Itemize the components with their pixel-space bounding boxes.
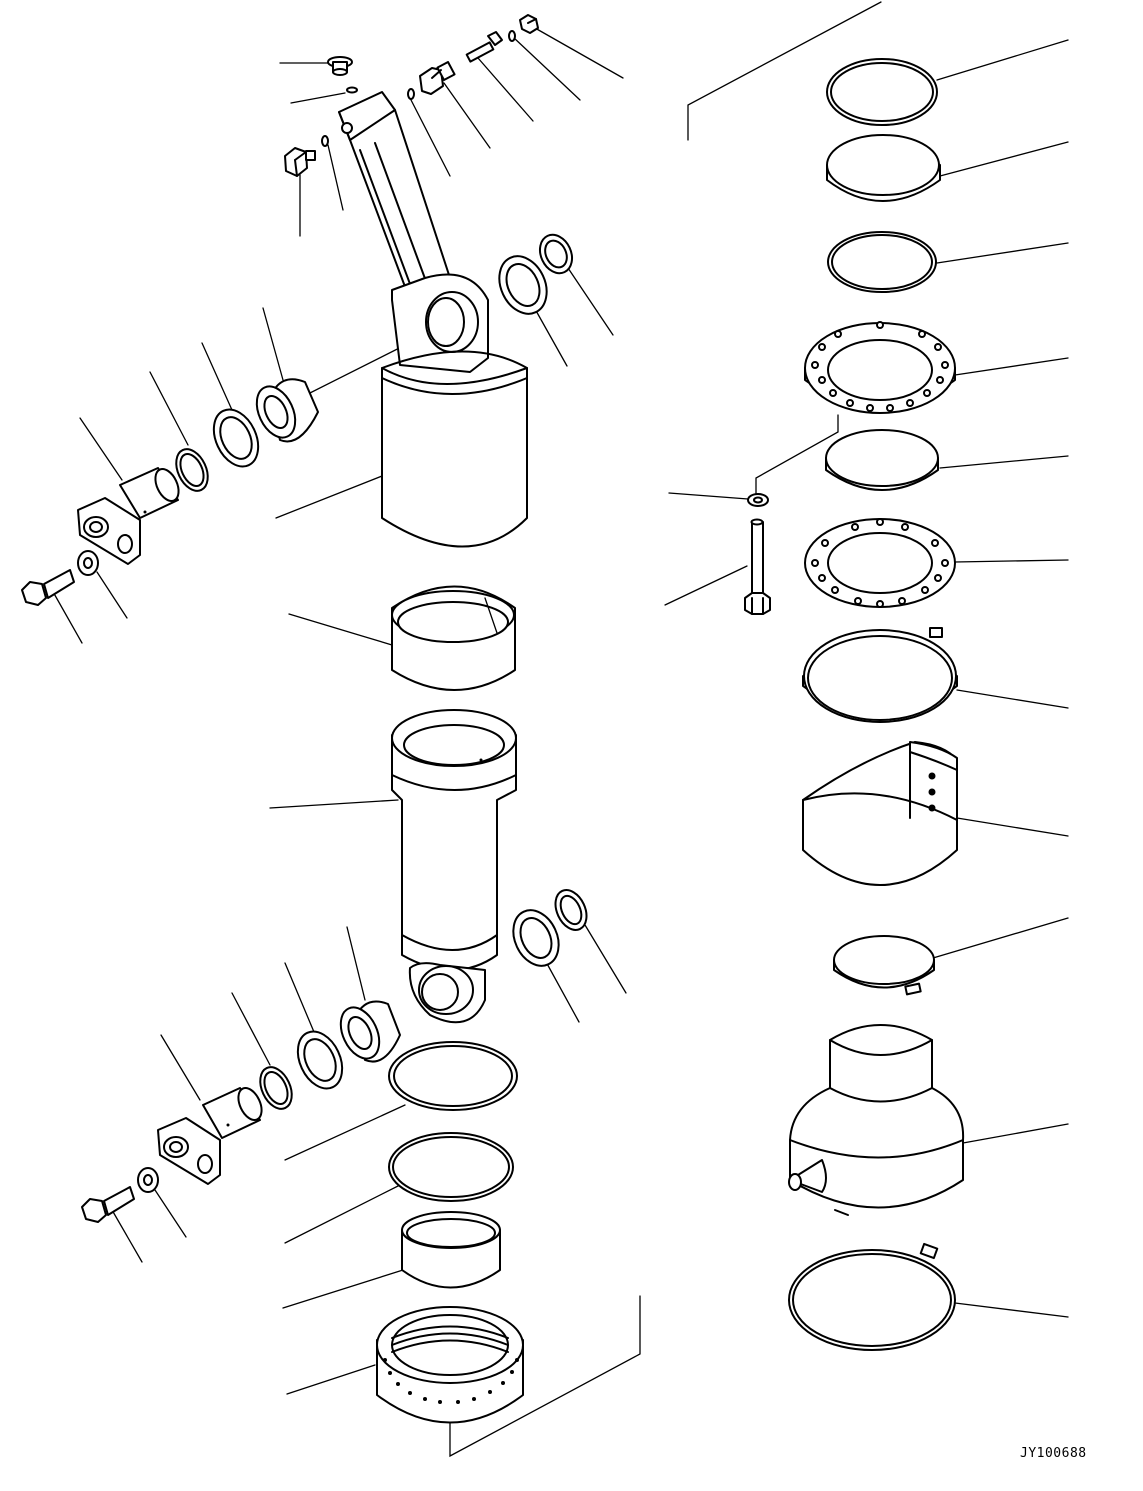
piston-rod [391,709,517,1024]
sleeve-upper [391,585,516,691]
o-ring-small-3 [407,88,415,100]
right-column-parts [744,58,965,1351]
plug-top [327,56,353,76]
leader-lines-right [664,39,1069,1318]
top-fittings [284,14,539,177]
o-ring-small-4 [508,30,516,42]
gland-nut [376,1306,524,1424]
plug-side [284,147,316,177]
grease-nipple [465,31,503,63]
upper-pin-assembly [21,378,319,606]
lower-seal-stack [388,1041,518,1289]
cap-nut [519,14,539,34]
lower-pin-assembly [81,1000,401,1223]
leader-lines-left [51,1,882,1458]
o-ring-small-2 [321,135,329,147]
upper-cylinder [338,91,528,548]
drawing-code-label: JY100688 [1020,1446,1087,1461]
valve-fitting [419,61,456,95]
o-ring-small-1 [346,86,358,94]
lower-right-seals [512,889,588,967]
upper-right-seals [498,233,574,315]
